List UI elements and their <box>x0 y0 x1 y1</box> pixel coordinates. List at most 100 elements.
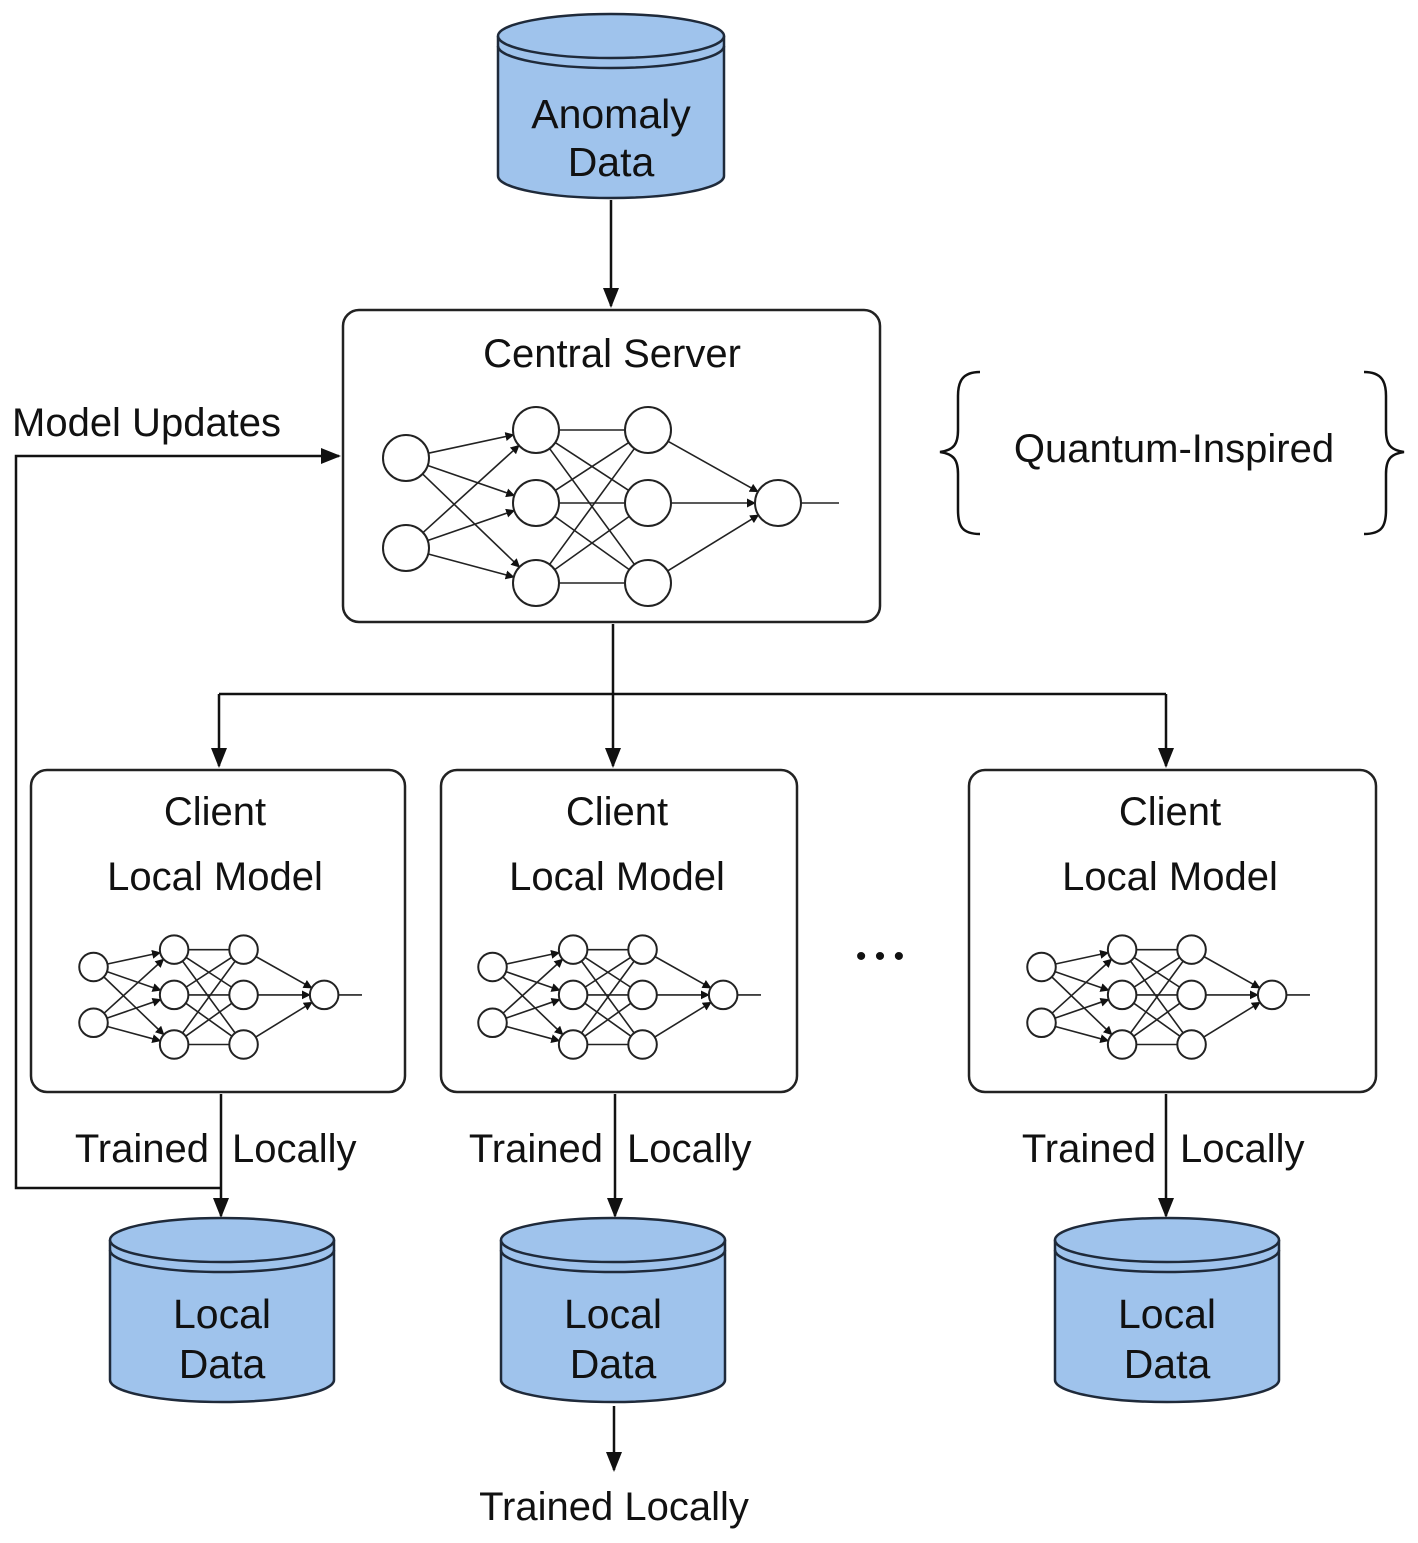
network-edge <box>506 949 561 965</box>
neuron-node <box>158 1029 190 1060</box>
network-edge <box>548 448 636 565</box>
neuron-node <box>1026 951 1057 983</box>
left-brace-icon <box>939 370 981 536</box>
client-box-2: Client Local Model <box>439 768 799 1094</box>
trained-label: Trained <box>75 1127 209 1171</box>
anomaly-data-line1: Anomaly <box>531 91 691 137</box>
network-edges <box>422 429 839 584</box>
right-brace-icon <box>1363 370 1405 536</box>
client-subtitle: Local Model <box>1062 855 1278 899</box>
network-edge <box>584 956 632 988</box>
network-edge <box>185 956 233 988</box>
neuron-node <box>477 951 508 983</box>
neuron-node <box>624 406 672 454</box>
network-edge <box>185 1002 233 1037</box>
network-edge <box>502 958 564 1014</box>
network-edge <box>654 955 712 989</box>
network-edge <box>502 976 564 1036</box>
network-edge <box>1054 997 1110 1019</box>
locally-label: Locally <box>232 1127 357 1171</box>
neuron-node <box>228 1029 259 1060</box>
network-edge <box>255 1001 313 1038</box>
local-data-line2: Data <box>179 1341 266 1387</box>
client-1-network <box>78 934 362 1060</box>
anomaly-data-cylinder: Anomaly Data <box>496 12 726 200</box>
network-edge <box>580 960 635 1034</box>
network-edge <box>103 958 165 1014</box>
network-edge <box>427 508 516 542</box>
neuron-node <box>308 979 340 1011</box>
local-data-cylinder-1: Local Data <box>108 1216 336 1404</box>
trained-locally-3: Trained Locally <box>1022 1094 1305 1218</box>
network-edge <box>107 1025 162 1044</box>
network-edge <box>422 444 520 534</box>
neuron-node <box>512 559 560 607</box>
local-data-line1: Local <box>173 1291 271 1337</box>
network-edge <box>428 432 515 454</box>
network-edge <box>1133 1002 1181 1037</box>
local-data-line1: Local <box>1118 1291 1216 1337</box>
neuron-node <box>1026 1007 1057 1039</box>
local-data-line2: Data <box>570 1341 657 1387</box>
trained-locally-1: Trained Locally <box>75 1094 357 1218</box>
network-edge <box>1129 960 1184 1034</box>
network-edges <box>103 948 362 1046</box>
neuron-node <box>1176 979 1207 1011</box>
network-edge <box>1203 955 1261 989</box>
neuron-node <box>158 934 190 965</box>
locally-label: Locally <box>1180 1127 1305 1171</box>
neuron-node <box>624 559 672 607</box>
network-edge <box>1203 1001 1261 1038</box>
network-edge <box>1055 1025 1110 1044</box>
central-server-network <box>382 406 839 607</box>
client-subtitle: Local Model <box>509 855 725 899</box>
trained-label: Trained <box>1022 1127 1156 1171</box>
quantum-inspired-brace: Quantum-Inspired <box>939 370 1405 536</box>
trained-locally-2: Trained Locally <box>469 1094 752 1218</box>
network-edge <box>554 441 630 492</box>
trained-label: Trained <box>469 1127 603 1171</box>
network-edge <box>427 464 516 498</box>
network-edge <box>667 514 760 572</box>
central-server-box: Central Server <box>341 308 882 624</box>
network-edge <box>505 970 561 992</box>
local-data-line1: Local <box>564 1291 662 1337</box>
neuron-node <box>78 1007 109 1039</box>
model-updates-line <box>14 448 341 1190</box>
neuron-node <box>707 979 739 1011</box>
network-edges <box>1051 948 1310 1046</box>
neuron-node <box>228 934 259 965</box>
network-edge <box>422 473 521 568</box>
neuron-node <box>1106 979 1138 1011</box>
network-edge <box>1133 956 1181 988</box>
client-subtitle: Local Model <box>107 855 323 899</box>
neuron-node <box>228 979 259 1011</box>
network-edges <box>502 948 761 1046</box>
neuron-node <box>624 479 672 527</box>
network-edge <box>506 1025 561 1044</box>
network-edge <box>103 976 165 1036</box>
client-3-network <box>1026 934 1310 1060</box>
neuron-node <box>78 951 109 983</box>
bottom-trained-locally-label: Trained Locally <box>479 1485 749 1529</box>
network-edge <box>181 960 236 1034</box>
client-2-network <box>477 934 761 1060</box>
neuron-node <box>557 1029 589 1060</box>
network-edge <box>107 949 162 965</box>
neuron-node <box>382 524 430 572</box>
neuron-node <box>557 979 589 1011</box>
local-data-line2: Data <box>1124 1341 1211 1387</box>
network-edge <box>1051 958 1113 1014</box>
neuron-node <box>1106 934 1138 965</box>
client-title: Client <box>566 790 668 834</box>
client-box-1: Client Local Model <box>29 768 407 1094</box>
distribution-lines <box>211 624 1174 768</box>
quantum-inspired-label: Quantum-Inspired <box>1014 427 1334 471</box>
client-title: Client <box>164 790 266 834</box>
network-edge <box>654 1001 712 1038</box>
neuron-node <box>512 479 560 527</box>
network-edge <box>667 440 759 493</box>
network-edge <box>554 515 630 571</box>
central-server-title: Central Server <box>483 332 741 376</box>
